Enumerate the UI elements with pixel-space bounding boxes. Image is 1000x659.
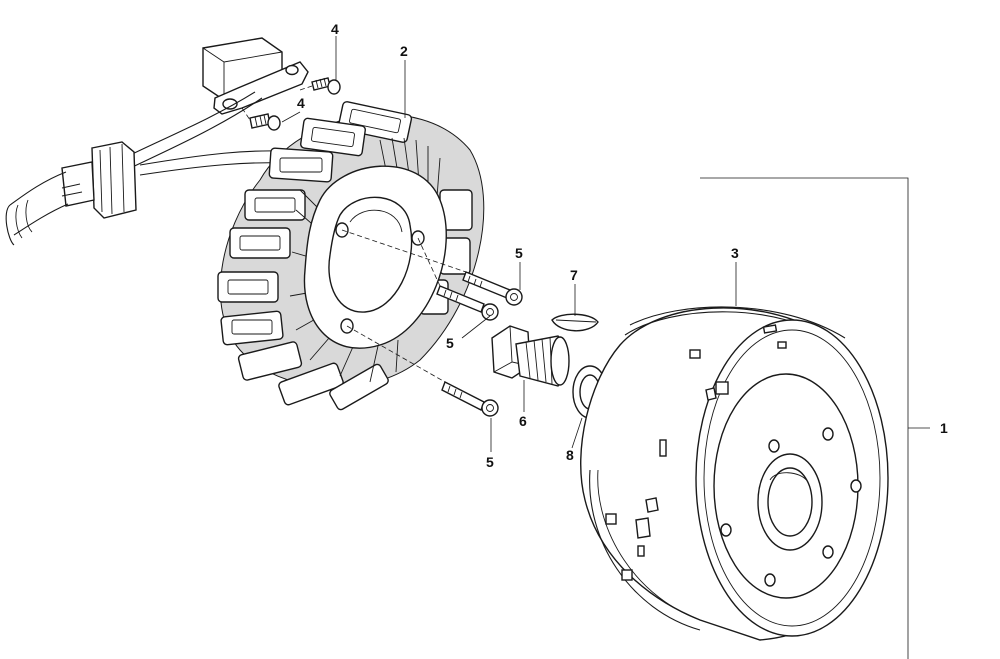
callout-6: 6 — [519, 413, 527, 429]
callout-1: 1 — [940, 420, 948, 436]
connector-block — [202, 37, 309, 115]
main-cable — [5, 171, 83, 246]
woodruff-key — [551, 313, 599, 332]
callout-7: 7 — [570, 267, 578, 283]
threaded-hub — [491, 325, 570, 387]
grommet — [61, 141, 137, 219]
callout-5-middle: 5 — [446, 335, 454, 351]
leader-lines — [241, 36, 737, 452]
flywheel-rotor — [580, 306, 889, 641]
callout-3: 3 — [731, 245, 739, 261]
callout-labels: 1 2 3 4 4 5 5 5 6 7 8 — [297, 21, 948, 470]
wire-harness — [5, 37, 309, 246]
callout-5-top: 5 — [515, 245, 523, 261]
callout-4-lower: 4 — [297, 95, 305, 111]
callout-5-bottom: 5 — [486, 454, 494, 470]
bolt-5-middle — [436, 285, 499, 321]
stator — [217, 101, 485, 411]
callout-8: 8 — [566, 447, 574, 463]
callout-2: 2 — [400, 43, 408, 59]
callout-4-upper: 4 — [331, 21, 339, 37]
stator-coils — [217, 101, 473, 411]
screw-4-upper — [311, 77, 341, 95]
bolt-5-bottom — [441, 381, 499, 417]
screw-4-lower — [249, 113, 281, 131]
assembly-bracket — [700, 177, 930, 659]
bolt-5-top — [462, 271, 523, 306]
